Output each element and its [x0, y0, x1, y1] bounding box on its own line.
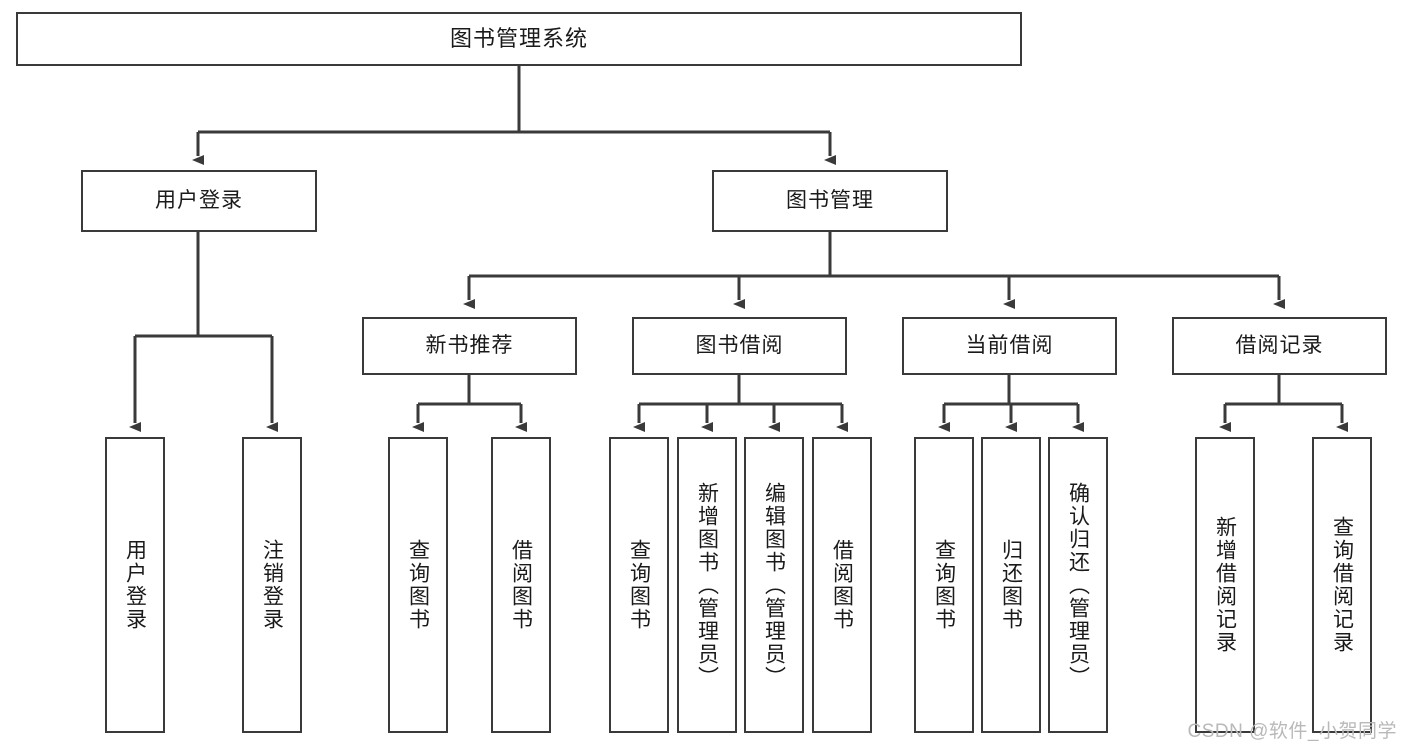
node-label: 查询借阅记录	[1330, 516, 1354, 654]
node-label: 新书推荐	[425, 334, 514, 358]
node-new-book-recommend[interactable]: 新书推荐	[362, 317, 577, 375]
node-label: 借阅图书	[830, 539, 854, 631]
node-label: 图书管理系统	[449, 25, 588, 51]
node-current-borrow[interactable]: 当前借阅	[902, 317, 1117, 375]
node-label: 查询图书	[406, 539, 430, 631]
node-label: 用户登录	[123, 539, 147, 631]
node-label: 图书管理	[786, 189, 874, 213]
node-label: 图书借阅	[695, 334, 784, 358]
node-leaf-user-login[interactable]: 用户登录	[105, 437, 165, 733]
node-leaf-borrow-book-2[interactable]: 借阅图书	[812, 437, 872, 733]
node-label: 新增借阅记录	[1213, 516, 1237, 654]
node-leaf-edit-book[interactable]: 编辑图书（管理员）	[744, 437, 804, 733]
node-leaf-query-book-1[interactable]: 查询图书	[388, 437, 448, 733]
node-leaf-user-logout[interactable]: 注销登录	[242, 437, 302, 733]
node-leaf-add-record[interactable]: 新增借阅记录	[1195, 437, 1255, 733]
node-label: 用户登录	[155, 189, 243, 213]
node-leaf-query-record[interactable]: 查询借阅记录	[1312, 437, 1372, 733]
csdn-watermark: CSDN @软件_小贺同学	[1187, 721, 1397, 742]
node-leaf-query-book-2[interactable]: 查询图书	[609, 437, 669, 733]
node-borrow-record[interactable]: 借阅记录	[1172, 317, 1387, 375]
node-label: 当前借阅	[965, 334, 1054, 358]
node-root-system[interactable]: 图书管理系统	[16, 12, 1022, 66]
node-leaf-return-book[interactable]: 归还图书	[981, 437, 1041, 733]
node-label: 借阅图书	[509, 539, 533, 631]
node-label: 编辑图书（管理员）	[762, 481, 786, 689]
node-book-borrow[interactable]: 图书借阅	[632, 317, 847, 375]
node-label: 归还图书	[999, 539, 1023, 631]
node-leaf-add-book[interactable]: 新增图书（管理员）	[677, 437, 737, 733]
node-label: 新增图书（管理员）	[695, 481, 719, 689]
node-leaf-query-book-3[interactable]: 查询图书	[914, 437, 974, 733]
node-user-login[interactable]: 用户登录	[81, 170, 317, 232]
node-book-manage[interactable]: 图书管理	[712, 170, 948, 232]
node-label: 查询图书	[932, 539, 956, 631]
node-leaf-borrow-book-1[interactable]: 借阅图书	[491, 437, 551, 733]
node-label: 借阅记录	[1235, 334, 1324, 358]
node-label: 注销登录	[260, 539, 284, 631]
node-leaf-confirm-return[interactable]: 确认归还（管理员）	[1048, 437, 1108, 733]
node-label: 查询图书	[627, 539, 651, 631]
node-label: 确认归还（管理员）	[1066, 481, 1090, 689]
